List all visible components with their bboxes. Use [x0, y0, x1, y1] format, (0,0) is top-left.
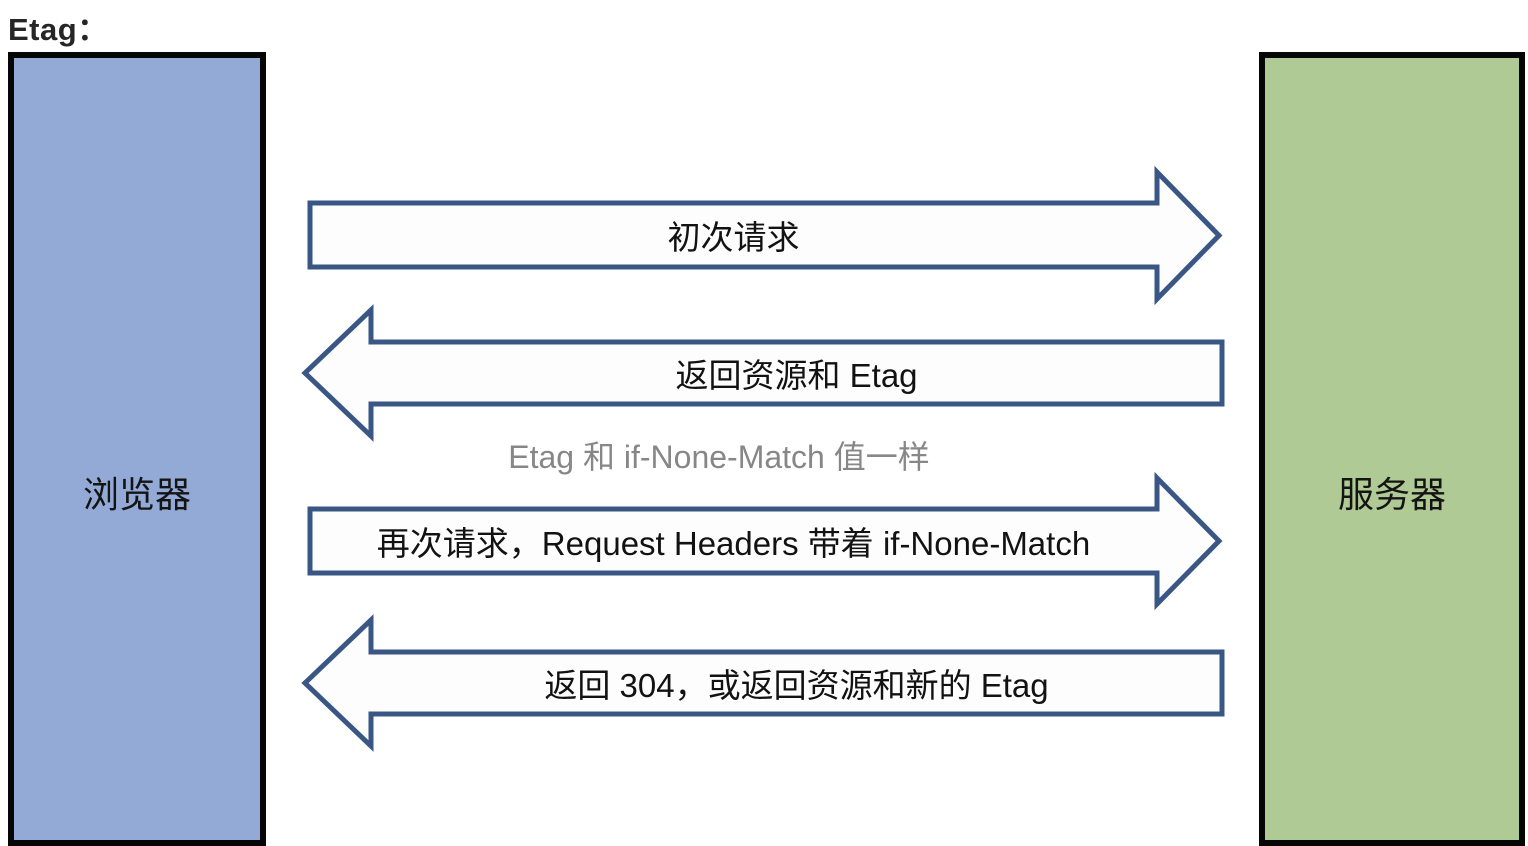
- annotation-note: Etag 和 if-None-Match 值一样: [508, 439, 930, 475]
- page-title: Etag：: [8, 12, 109, 47]
- browser-label: 浏览器: [82, 474, 191, 515]
- arrow-label: 返回资源和 Etag: [675, 357, 918, 394]
- arrow-label: 返回 304，或返回资源和新的 Etag: [544, 667, 1049, 704]
- right-arrow-icon: [307, 165, 1223, 306]
- arrow-label: 初次请求: [667, 219, 800, 256]
- flow-arrow-return-304: 返回 304，或返回资源和新的 Etag: [301, 614, 1227, 752]
- flow-arrow-initial-request: 初次请求: [303, 165, 1223, 306]
- server-label: 服务器: [1337, 474, 1446, 515]
- browser-box: 浏览器: [8, 52, 266, 846]
- left-arrow-icon: [301, 304, 1225, 442]
- server-box: 服务器: [1259, 52, 1525, 846]
- right-arrow-icon: [307, 471, 1223, 611]
- flow-arrow-second-request: 再次请求，Request Headers 带着 if-None-Match: [303, 471, 1223, 611]
- arrow-label: 再次请求，Request Headers 带着 if-None-Match: [376, 525, 1091, 562]
- left-arrow-icon: [301, 614, 1225, 752]
- flow-arrow-return-resource-etag: 返回资源和 Etag: [301, 304, 1227, 442]
